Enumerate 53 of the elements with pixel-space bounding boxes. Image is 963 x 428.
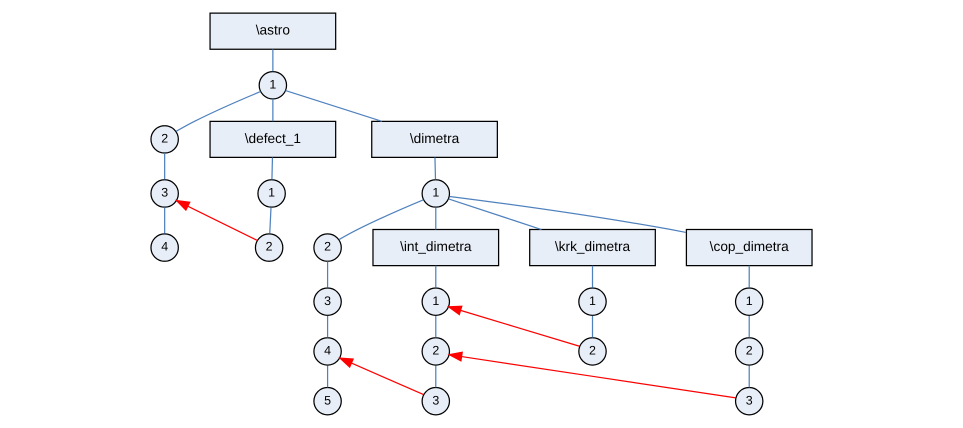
node-box: \defect_1 (209, 120, 336, 158)
node-circle: 4 (150, 233, 179, 262)
connector (435, 316, 436, 338)
node-circle: 3 (313, 287, 342, 316)
connector (748, 316, 750, 338)
node-circle: 1 (421, 179, 450, 208)
connector (435, 207, 436, 230)
connector (326, 316, 328, 338)
node-circle: 1 (257, 179, 286, 208)
connector (338, 199, 424, 240)
node-circle: 1 (421, 287, 450, 316)
node-circle: 1 (734, 287, 764, 316)
connector (748, 366, 750, 388)
node-circle: 1 (258, 70, 288, 100)
connector (326, 261, 328, 288)
node-circle: 2 (254, 233, 284, 262)
connector (269, 207, 272, 234)
node-circle: 3 (734, 386, 764, 416)
connector (164, 153, 166, 180)
node-box: \krk_dimetra (529, 228, 656, 266)
connector (271, 158, 274, 180)
arrow (338, 357, 424, 396)
connector (272, 49, 274, 72)
node-box: \int_dimetra (372, 228, 500, 266)
node-circle: 4 (313, 337, 342, 366)
connector (450, 196, 686, 234)
connector (592, 266, 594, 288)
connector (176, 91, 261, 132)
node-box: \astro (209, 12, 336, 50)
connector (435, 366, 436, 388)
node-circle: 1 (578, 287, 607, 316)
connector (272, 99, 274, 122)
connector (748, 266, 750, 288)
node-circle: 5 (313, 386, 342, 416)
connector (592, 316, 594, 338)
node-circle: 2 (150, 125, 179, 154)
node-circle: 2 (313, 233, 342, 262)
node-box: \cop_dimetra (686, 228, 813, 266)
arrow (174, 200, 258, 242)
connector (448, 198, 542, 230)
node-circle: 3 (150, 179, 179, 208)
node-circle: 3 (421, 386, 450, 416)
arrow (447, 351, 736, 399)
node-circle: 2 (578, 337, 607, 366)
arrow (446, 306, 580, 347)
connector (326, 366, 328, 388)
connector (435, 266, 436, 288)
node-circle: 2 (734, 337, 764, 366)
connector (285, 90, 382, 122)
connector (164, 207, 166, 234)
node-circle: 2 (421, 337, 450, 366)
connector (434, 158, 436, 180)
node-box: \dimetra (371, 120, 498, 158)
